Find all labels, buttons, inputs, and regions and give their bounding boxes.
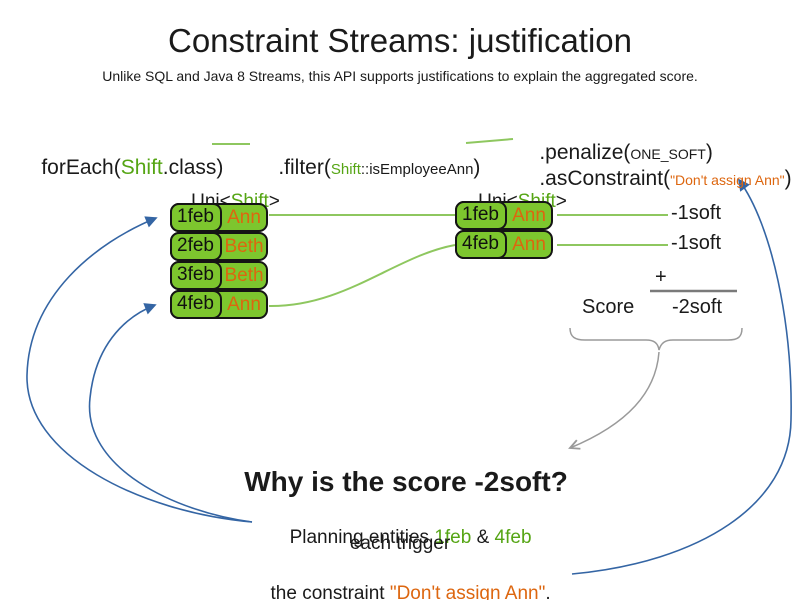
explanation-entity-4feb: 4feb (494, 527, 532, 548)
shift-row-4feb-ann: Ann 4feb (454, 229, 553, 259)
code-foreach-post: .class) (162, 156, 224, 179)
shift-row-3feb-beth: Beth 3feb (169, 260, 268, 290)
explanation-line-1: Planning entities 1feb & 4feb (0, 505, 800, 571)
right-stream-table: Ann 1feb Ann 4feb (454, 200, 553, 259)
code-filter-type: Shift (330, 161, 361, 178)
plus-sign: + (655, 266, 667, 288)
code-filter: .filter(Shift::isEmployeeAnn) (255, 132, 480, 204)
code-filter-method: ::isEmployeeAnn (360, 161, 474, 178)
why-heading: Why is the score -2soft? (244, 466, 568, 497)
explanation-line1-mid: & (471, 527, 495, 548)
shift-row-1feb-ann: Ann 1feb (454, 200, 553, 230)
code-penalize-post: ) (705, 141, 713, 164)
score-to-why-arrow (568, 351, 660, 450)
explanation-line-2: each trigger (349, 533, 451, 554)
code-filter-pre: .filter( (278, 156, 331, 179)
explanation-line-3: the constraint "Don't assign Ann". (0, 561, 800, 600)
explanation-line3-post: . (545, 583, 551, 600)
date-cell: 4feb (454, 229, 507, 259)
date-cell: 1feb (454, 200, 507, 230)
left-stream-label-post: > (268, 191, 280, 212)
explanation-entity-1feb: 1feb (434, 527, 472, 548)
code-asconstraint-post: ) (784, 167, 792, 190)
penalty-2: -1soft (671, 232, 722, 254)
code-foreach: forEach(Shift.class) (18, 132, 223, 204)
score-brace (569, 327, 743, 351)
employee-cell: Ann (227, 206, 261, 228)
date-cell: 4feb (169, 289, 222, 319)
page-title: Constraint Streams: justification (167, 22, 632, 59)
employee-cell: Ann (227, 293, 261, 315)
date-cell: 3feb (169, 260, 222, 290)
date-cell: 2feb (169, 231, 222, 261)
code-penalize-arg: ONE_SOFT (630, 146, 706, 162)
code-filter-post: ) (473, 156, 481, 179)
code-asconstraint-pre: .asConstraint( (539, 167, 671, 190)
explanation-line1-pre: Planning entities (289, 527, 435, 548)
employee-cell: Beth (224, 235, 264, 257)
code-foreach-type: Shift (120, 156, 163, 179)
score-value: -2soft (672, 296, 723, 318)
explanation-line3-pre: the constraint (270, 583, 390, 600)
code-asconstraint-arg: "Don't assign Ann" (670, 172, 785, 188)
code-penalize: .penalize(ONE_SOFT) (516, 117, 713, 189)
date-cell: 1feb (169, 202, 222, 232)
left-stream-table: Ann 1feb Beth 2feb Beth 3feb Ann 4feb (169, 202, 268, 319)
employee-cell: Ann (512, 233, 546, 255)
score-label: Score (582, 296, 635, 318)
shift-row-4feb-ann: Ann 4feb (169, 289, 268, 319)
code-foreach-pre: forEach( (41, 156, 121, 179)
employee-cell: Beth (224, 264, 264, 286)
code-asconstraint: .asConstraint("Don't assign Ann") (516, 143, 792, 215)
right-stream-label-post: > (555, 191, 567, 212)
page-subtitle: Unlike SQL and Java 8 Streams, this API … (102, 68, 698, 84)
code-penalize-pre: .penalize( (539, 141, 631, 164)
employee-cell: Ann (512, 204, 546, 226)
shift-row-1feb-ann: Ann 1feb (169, 202, 268, 232)
connector-4feb (268, 244, 456, 308)
explanation-constraint-name: "Don't assign Ann" (389, 583, 546, 600)
penalty-1: -1soft (671, 202, 722, 224)
shift-row-2feb-beth: Beth 2feb (169, 231, 268, 261)
